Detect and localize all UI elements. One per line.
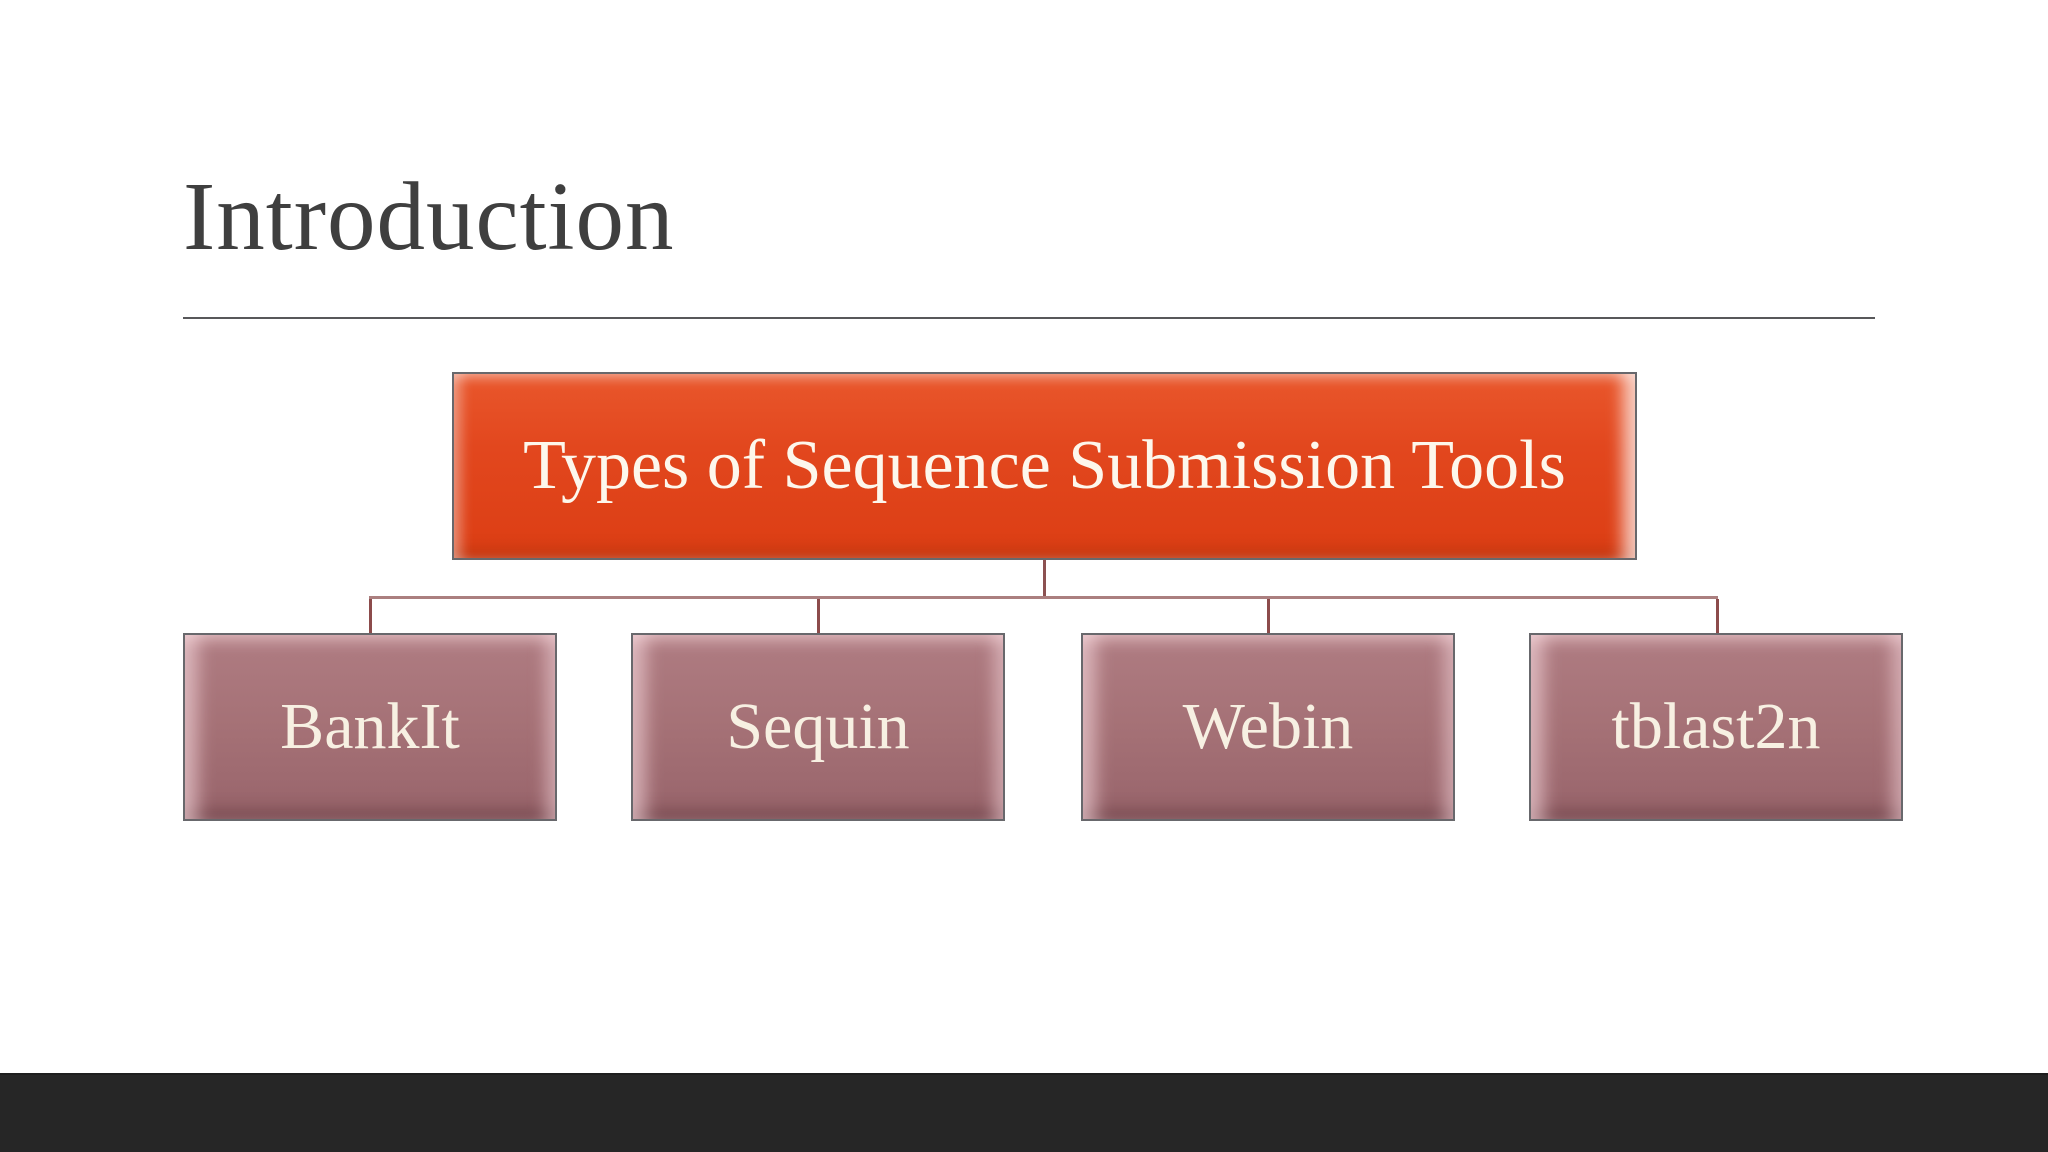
diagram-node-bankit: BankIt (183, 633, 557, 821)
connector-vertical-tblast2n (1716, 599, 1719, 633)
node-label: Sequin (726, 690, 910, 763)
connector-vertical-bankit (369, 599, 372, 633)
connector-horizontal-line (369, 596, 1718, 599)
diagram-root-node: Types of Sequence Submission Tools (452, 372, 1637, 560)
page-title: Introduction (183, 163, 675, 270)
diagram-node-tblast2n: tblast2n (1529, 633, 1903, 821)
node-label: tblast2n (1611, 690, 1821, 763)
diagram-node-webin: Webin (1081, 633, 1455, 821)
root-node-label: Types of Sequence Submission Tools (523, 427, 1566, 504)
connector-vertical-sequin (817, 599, 820, 633)
title-divider-line (183, 317, 1875, 319)
footer-bar (0, 1073, 2048, 1152)
connector-root-stub (1043, 560, 1046, 598)
node-label: Webin (1182, 690, 1354, 763)
connector-vertical-webin (1267, 599, 1270, 633)
diagram-node-sequin: Sequin (631, 633, 1005, 821)
node-label: BankIt (280, 690, 460, 763)
